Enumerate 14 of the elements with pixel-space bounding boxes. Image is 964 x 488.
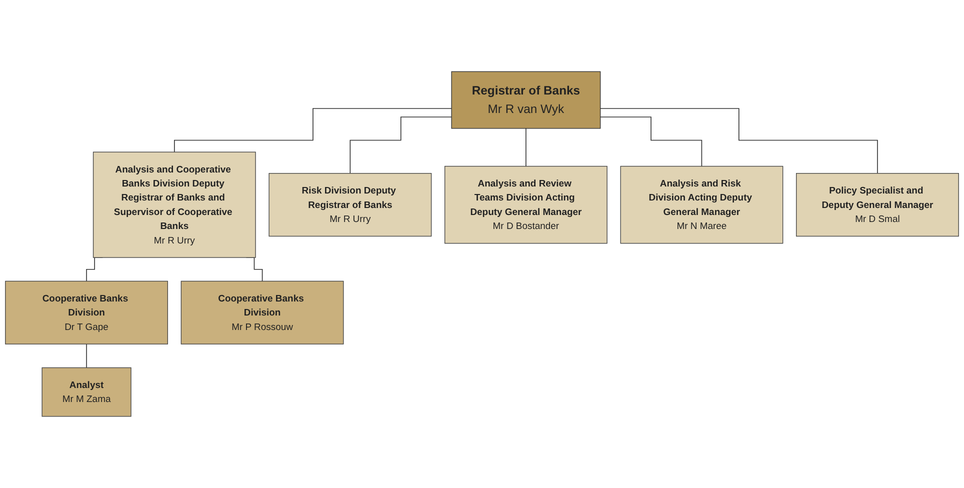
connector [174, 108, 452, 152]
node-box: Risk Division Deputy Registrar of Banks Mr R Urry [268, 173, 432, 237]
connector [600, 116, 702, 167]
node-box: Registrar of Banks Mr R van Wyk [451, 71, 601, 129]
connector [600, 108, 878, 174]
node-box: Analysis and Review Teams Division Acting Deputy General Manager Mr D Bostander [444, 166, 608, 244]
node-box: Cooperative Banks Division Dr T Gape [5, 280, 168, 344]
node-box: Analysis and Risk Division Acting Deputy General Manager Mr N Maree [620, 166, 784, 244]
node-box: Policy Specialist and Deputy General Manager Mr D Smal [796, 173, 959, 237]
node-box: Cooperative Banks Division Mr P Rossouw [180, 280, 344, 344]
connector [86, 344, 87, 368]
node-box: Analysis and Cooperative Banks Division Deputy Registrar of Banks and Supervisor of Cooperative Banks Mr R Urry [92, 152, 256, 258]
node-box: Analyst Mr M Zama [42, 367, 132, 417]
connector [350, 116, 452, 174]
